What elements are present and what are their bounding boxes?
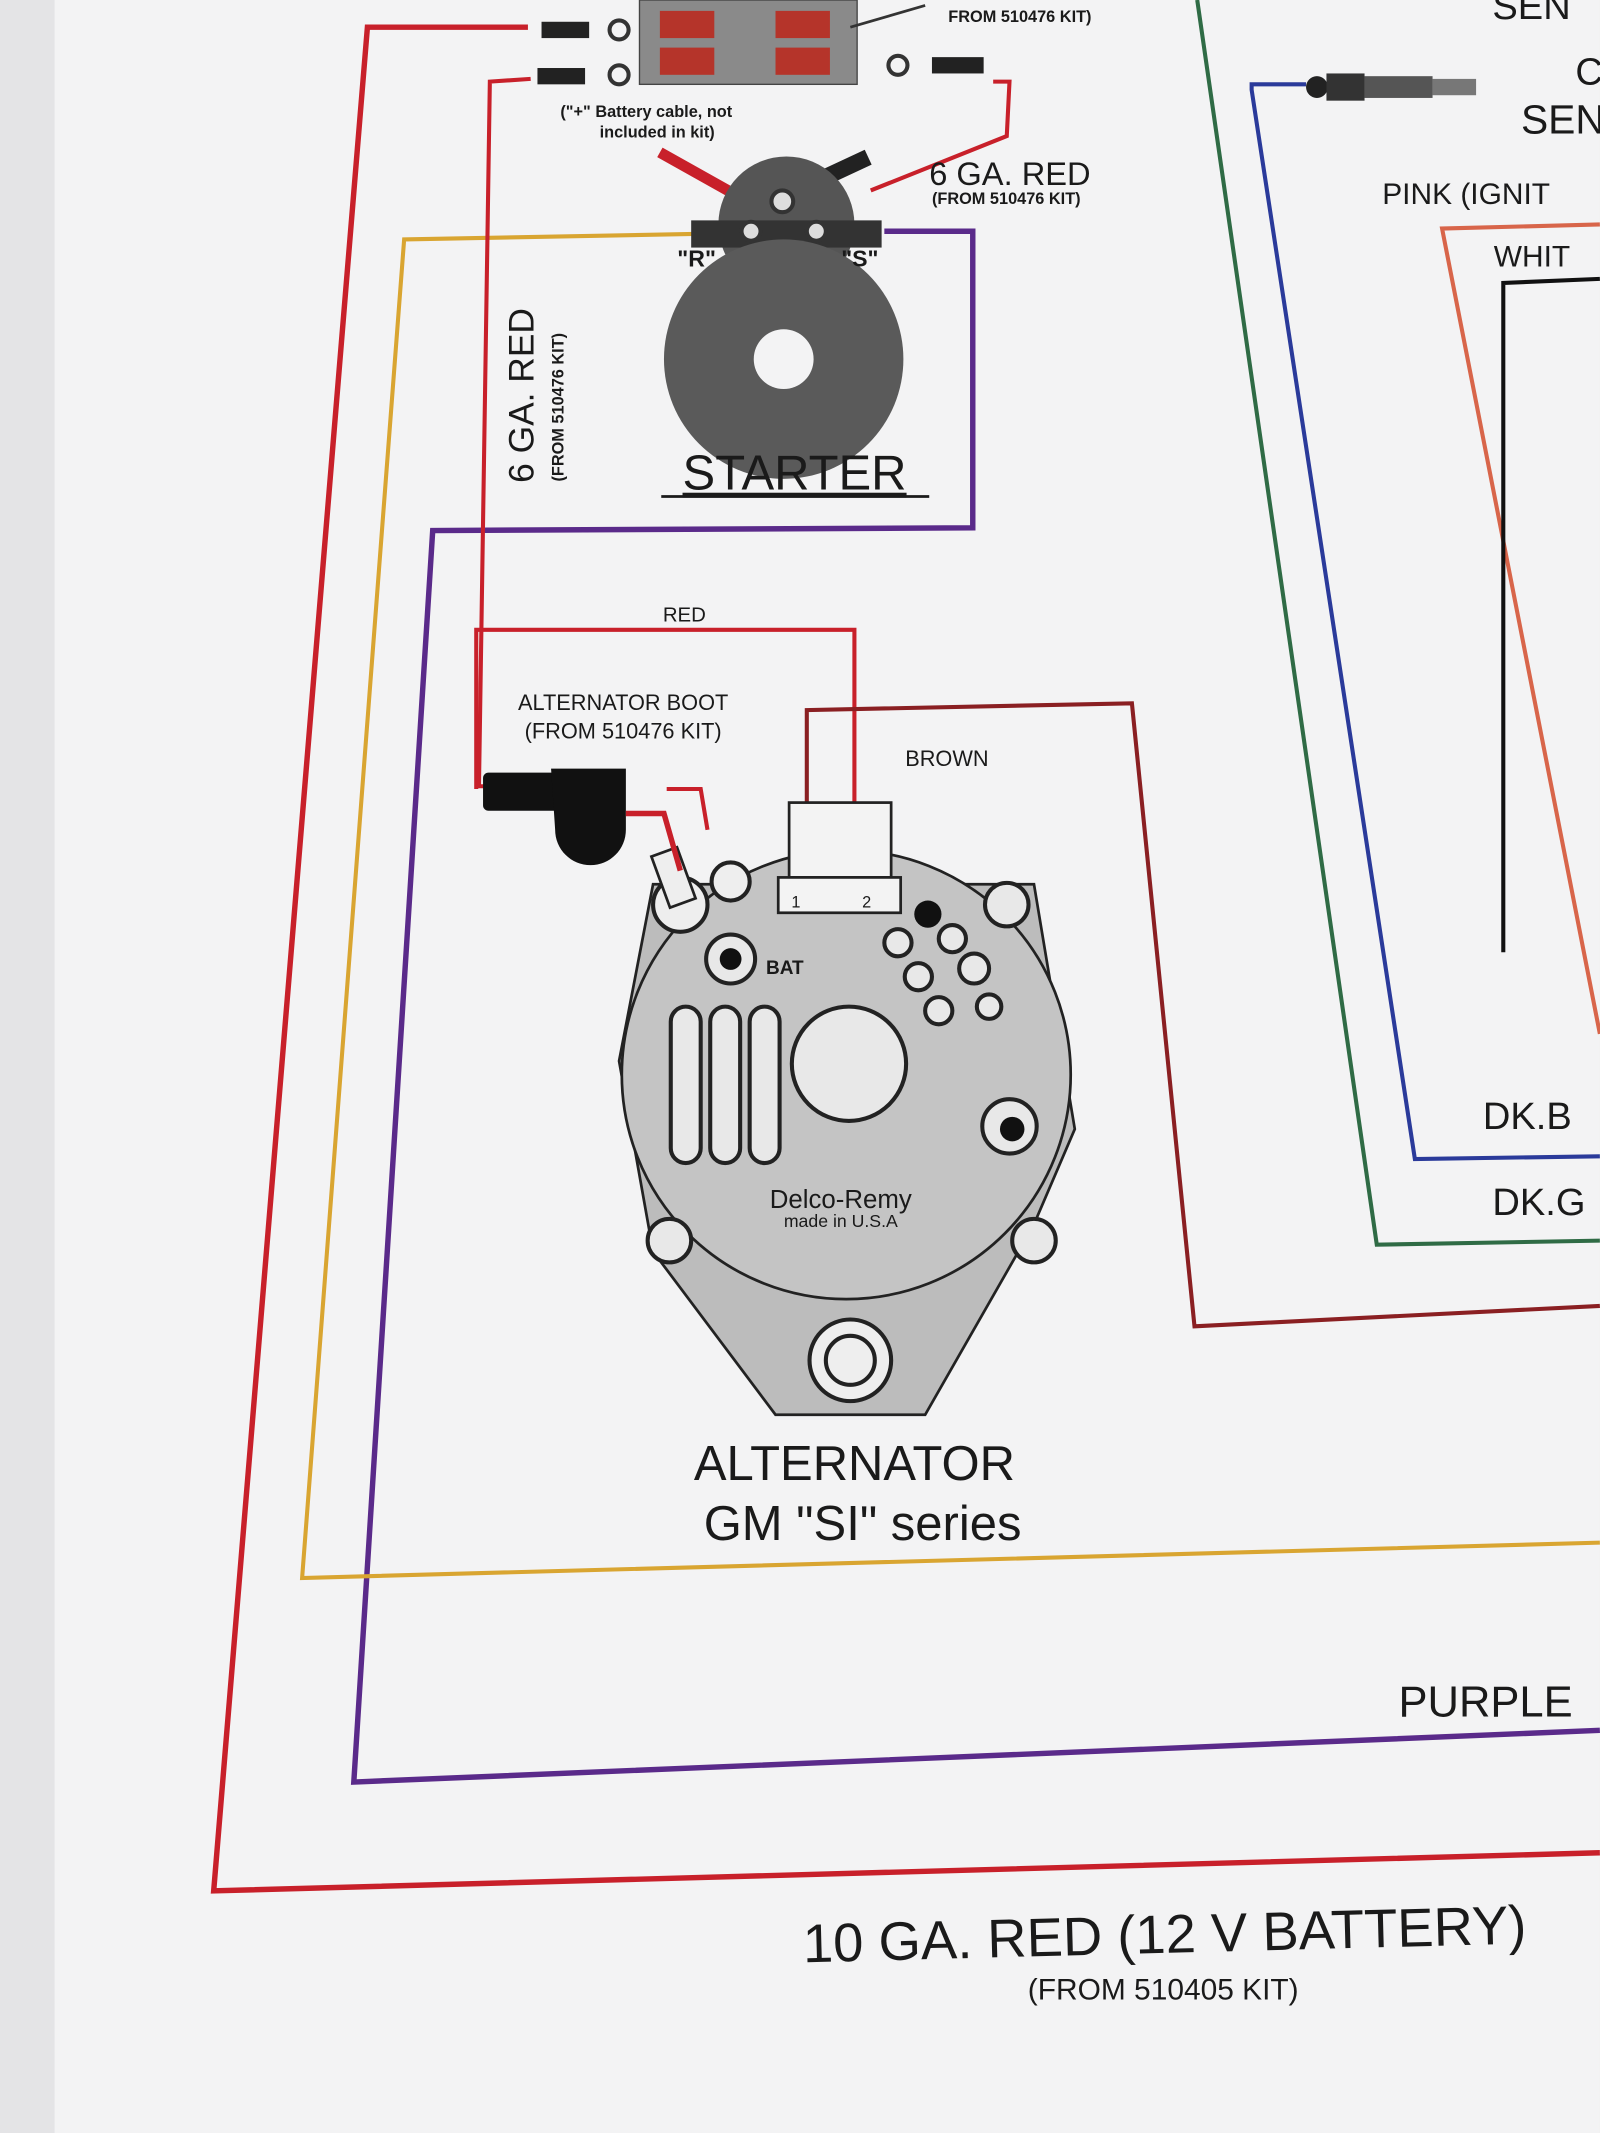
starter-label: STARTER xyxy=(683,447,907,501)
brown-wire xyxy=(804,701,1600,1329)
red-wire-label: RED xyxy=(663,605,706,627)
black-wire xyxy=(1501,276,1600,953)
purple-wire xyxy=(350,228,1600,1785)
six-ga-red-label: 6 GA. RED xyxy=(929,155,1090,192)
bat-terminal-label: BAT xyxy=(766,958,804,979)
battery-wire-kit-label: (FROM 510405 KIT) xyxy=(1028,1974,1299,2007)
alternator-made-in: made in U.S.A xyxy=(784,1211,898,1231)
alternator-series: GM "SI" series xyxy=(704,1497,1022,1551)
vertical-6ga-label: 6 GA. RED xyxy=(502,308,541,483)
alternator-boot-label: ALTERNATOR BOOT xyxy=(518,690,728,715)
red-battery-wire xyxy=(210,24,1600,1894)
starter-r-terminal: "R" xyxy=(677,246,716,272)
connector-pin-1: 1 xyxy=(791,893,800,911)
sender-c-label: C xyxy=(1575,51,1600,93)
brown-wire-label: BROWN xyxy=(905,746,988,771)
junction-block-icon xyxy=(537,0,984,87)
connector-pin-2: 2 xyxy=(862,893,871,911)
battery-cable-note-2: included in kit) xyxy=(600,123,715,141)
alternator-brand: Delco-Remy xyxy=(770,1186,912,1214)
leader-line xyxy=(849,4,926,29)
red-alternator-wire xyxy=(474,627,857,814)
dk-green-label: DK.G xyxy=(1492,1182,1585,1224)
jumper-kit-label: FROM 510476 KIT) xyxy=(948,8,1091,26)
alternator-boot-kit-label: (FROM 510476 KIT) xyxy=(525,719,722,744)
pink-wire-label: PINK (IGNIT xyxy=(1382,178,1550,211)
sender-label-2: SEN xyxy=(1521,96,1600,142)
green-wire xyxy=(1195,0,1600,1247)
starter-icon xyxy=(657,147,904,479)
alternator-boot-icon xyxy=(483,768,710,872)
red-jumper-wire xyxy=(869,79,1012,193)
alternator-title: ALTERNATOR xyxy=(694,1437,1015,1491)
orange-wire xyxy=(1439,222,1600,1035)
blue-wire xyxy=(1249,82,1600,1162)
six-ga-red-kit-label: (FROM 510476 KIT) xyxy=(932,190,1081,208)
vertical-6ga-kit-label: (FROM 510476 KIT) xyxy=(549,333,567,482)
battery-cable-note-1: ("+" Battery cable, not xyxy=(560,103,732,121)
white-wire-label: WHIT xyxy=(1494,241,1570,274)
dk-blue-label: DK.B xyxy=(1483,1096,1572,1138)
starter-s-terminal: "S" xyxy=(841,246,878,272)
temperature-sender-icon xyxy=(1306,73,1477,101)
yellow-wire xyxy=(299,231,1600,1581)
alternator-icon xyxy=(617,801,1077,1417)
purple-wire-label: PURPLE xyxy=(1399,1679,1573,1727)
sender-label-top: SEN xyxy=(1492,0,1570,28)
